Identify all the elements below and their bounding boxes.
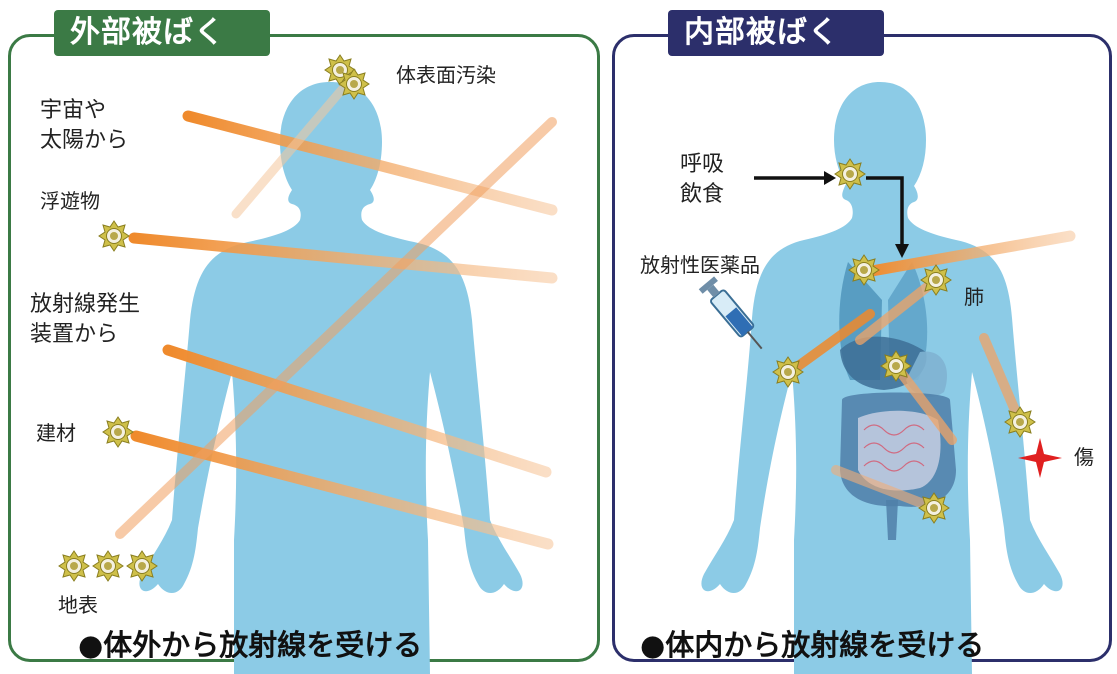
label-ground: 地表 — [58, 593, 98, 617]
external-caption: ●体外から放射線を受ける — [78, 628, 423, 662]
external-exposure-title: 外部被ばく — [54, 10, 270, 56]
label-surface-contamination: 体表面汚染 — [396, 63, 496, 87]
label-building-material: 建材 — [36, 421, 76, 445]
label-radiopharmaceutical: 放射性医薬品 — [640, 253, 760, 277]
body-silhouette-right — [701, 82, 1063, 674]
syringe-icon — [698, 276, 763, 350]
internal-rays — [785, 230, 1076, 513]
label-radiation-generator: 放射線発生 装置から — [30, 292, 141, 347]
intake-arrow — [754, 171, 909, 258]
external-rays — [115, 75, 558, 550]
label-breathing-eating: 呼吸 飲食 — [680, 152, 725, 207]
body-silhouette-left — [139, 82, 523, 674]
label-floating-matter: 浮遊物 — [40, 189, 100, 213]
wound-icon — [1018, 438, 1062, 478]
label-space-sun: 宇宙や 太陽から — [40, 98, 129, 153]
internal-caption: ●体内から放射線を受ける — [640, 628, 985, 662]
label-wound: 傷 — [1074, 445, 1094, 469]
label-lung: 肺 — [964, 285, 984, 309]
internal-exposure-title: 内部被ばく — [668, 10, 884, 56]
